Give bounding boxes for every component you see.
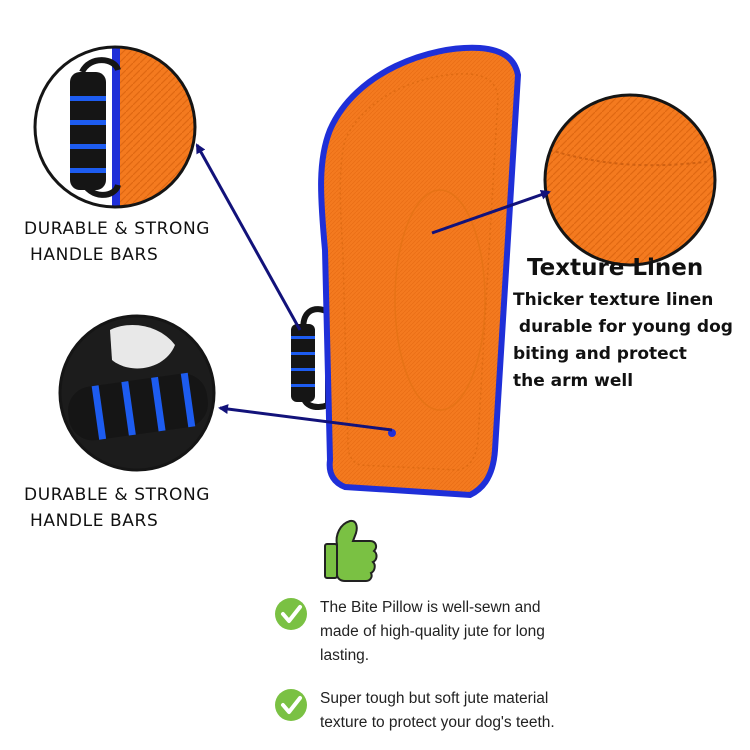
texture-line: biting and protect [513,344,687,364]
check-circle-icon [275,689,307,721]
bullet-line: Super tough but soft jute material [320,690,549,707]
caption-line: DURABLE & STRONG [24,485,211,505]
handle-zoom-bottom [58,314,216,472]
texture-zoom [543,93,717,267]
caption-line: HANDLE BARS [24,245,159,265]
arrow-handle-bottom [218,404,393,432]
thumbs-up-icon [324,519,378,582]
texture-line: durable for young dog [513,317,733,337]
check-circle-icon [275,598,307,630]
texture-line: the arm well [513,371,634,391]
feature-bullet: The Bite Pillow is well-sewn and made of… [320,596,545,668]
handle-caption-bottom: DURABLE & STRONG HANDLE BARS [24,482,210,534]
bullet-line: texture to protect your dog's teeth. [320,714,555,731]
bullet-line: lasting. [320,647,370,664]
texture-line: Thicker texture linen [513,290,714,310]
feature-bullet: Super tough but soft jute material textu… [320,687,555,735]
arrow-handle-top [195,143,302,331]
bullet-line: The Bite Pillow is well-sewn and [320,599,541,616]
texture-title: Texture Linen [527,255,704,281]
handle-zoom-top [33,45,197,209]
bite-sleeve [318,44,522,499]
texture-description: Thicker texture linen durable for young … [513,287,733,395]
caption-line: DURABLE & STRONG [24,219,211,239]
arrow-texture [431,189,551,235]
handle-caption-top: DURABLE & STRONG HANDLE BARS [24,216,210,268]
caption-line: HANDLE BARS [24,511,159,531]
bullet-line: made of high-quality jute for long [320,623,545,640]
